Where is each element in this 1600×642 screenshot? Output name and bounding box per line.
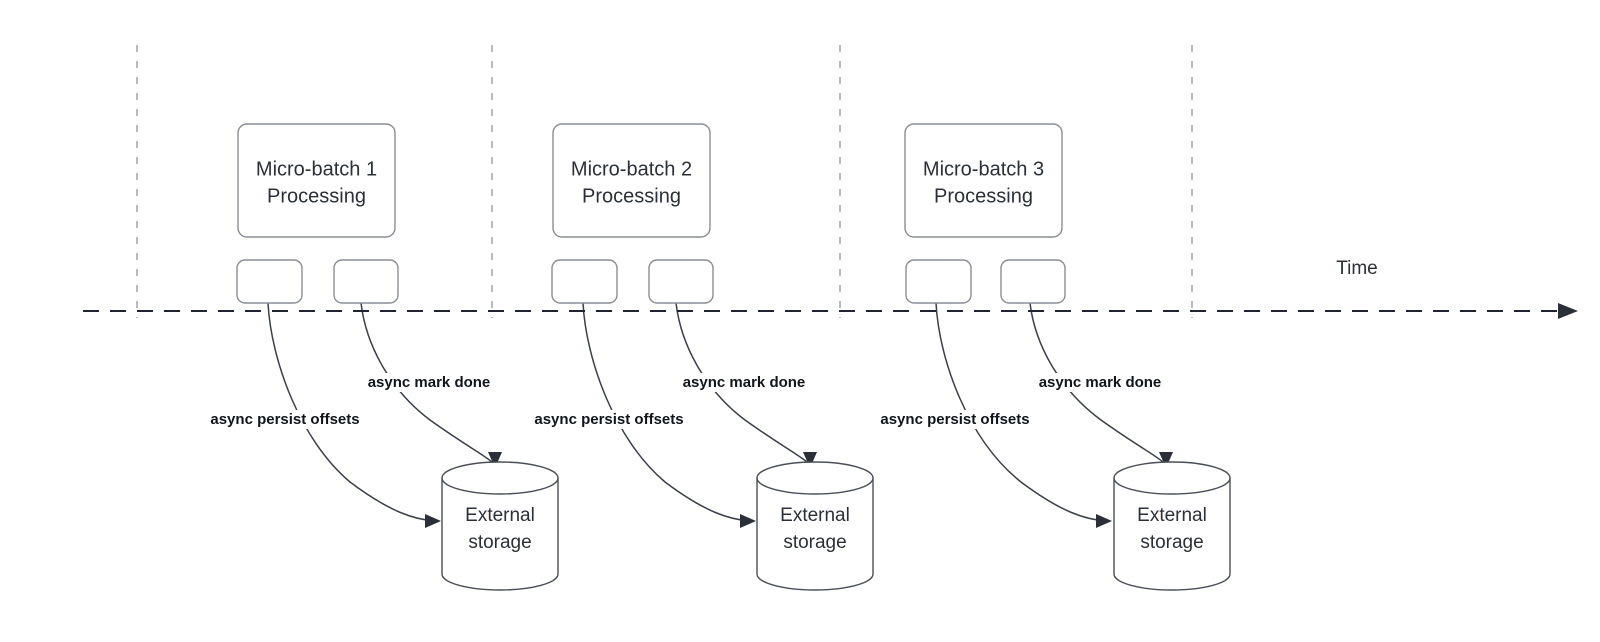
external-storage-cylinder-top-group-2 [756, 461, 874, 495]
external-storage-cylinder-top-group-3 [1113, 461, 1231, 495]
task-box-mini-1a[interactable] [236, 259, 303, 304]
edge-curve-persist-2 [582, 302, 752, 522]
edge-label-backdrop-persist-1 [193, 410, 377, 429]
edge-label-persist-2: async persist offsets [534, 411, 683, 428]
external-storage-cylinder-top-group-1 [441, 461, 559, 495]
external-storage-label-line2: storage [1140, 532, 1203, 553]
edge-label-persist-1: async persist offsets [210, 411, 359, 428]
micro-batch-box-group-2[interactable] [552, 123, 711, 238]
task-box-mini-3a[interactable] [905, 259, 972, 304]
timeline-arrowhead-icon [1558, 303, 1578, 319]
micro-batch-label-line1: Micro-batch 1 [256, 159, 377, 181]
edge-label-backdrop-persist-3 [863, 410, 1047, 429]
external-storage-label-line2: storage [468, 532, 531, 553]
external-storage-cylinder-group-3[interactable] [1113, 477, 1231, 591]
micro-batch-label-line2: Processing [267, 186, 366, 208]
task-box-mini-3b[interactable] [1000, 259, 1066, 304]
edge-arrowhead-mark-done-3 [1159, 452, 1173, 468]
edge-label-backdrop-persist-2 [517, 410, 701, 429]
edge-label-backdrop-mark-done-2 [677, 373, 811, 392]
micro-batch-label-line1: Micro-batch 3 [923, 159, 1044, 181]
external-storage-label-line2: storage [783, 532, 846, 553]
micro-batch-box-group-1[interactable] [237, 123, 396, 238]
edge-label-mark-done-1: async mark done [368, 374, 491, 391]
edge-arrowhead-persist-2 [740, 514, 756, 528]
flow-curves-layer [267, 302, 1173, 528]
timeline-axis-layer: Time [83, 258, 1578, 319]
micro-batch-label-line2: Processing [582, 186, 681, 208]
edge-arrowhead-persist-3 [1096, 514, 1112, 528]
edge-curve-mark-done-2 [675, 302, 808, 463]
edge-labels-layer: async persist offsets async mark done asyn… [193, 373, 1167, 429]
micro-batch-box-group-3[interactable] [904, 123, 1063, 238]
edge-arrowhead-mark-done-1 [488, 452, 502, 468]
micro-batch-label-line1: Micro-batch 2 [571, 159, 692, 181]
edge-label-mark-done-2: async mark done [683, 374, 806, 391]
tick-lines-layer [136, 45, 1193, 318]
edge-curve-mark-done-3 [1029, 302, 1164, 463]
external-storage-label-line1: External [1137, 505, 1207, 526]
external-storage-cylinder-group-2[interactable] [756, 477, 874, 591]
external-storage-label-line1: External [780, 505, 850, 526]
micro-batch-label-line2: Processing [934, 186, 1033, 208]
edge-arrowhead-mark-done-2 [803, 452, 817, 468]
edge-label-backdrop-mark-done-3 [1033, 373, 1167, 392]
task-box-mini-2b[interactable] [648, 259, 714, 304]
edge-curve-persist-1 [267, 302, 437, 522]
external-storage-cylinder-group-1[interactable] [441, 477, 559, 591]
edge-curve-mark-done-1 [360, 302, 493, 463]
edge-label-mark-done-3: async mark done [1039, 374, 1162, 391]
task-box-mini-1b[interactable] [333, 259, 399, 304]
edge-curve-persist-3 [935, 302, 1108, 522]
edge-label-backdrop-mark-done-1 [362, 373, 496, 392]
task-box-mini-2a[interactable] [551, 259, 618, 304]
time-axis-label: Time [1336, 258, 1378, 279]
edge-label-persist-3: async persist offsets [880, 411, 1029, 428]
external-storage-label-line1: External [465, 505, 535, 526]
edge-arrowhead-persist-1 [425, 514, 441, 528]
